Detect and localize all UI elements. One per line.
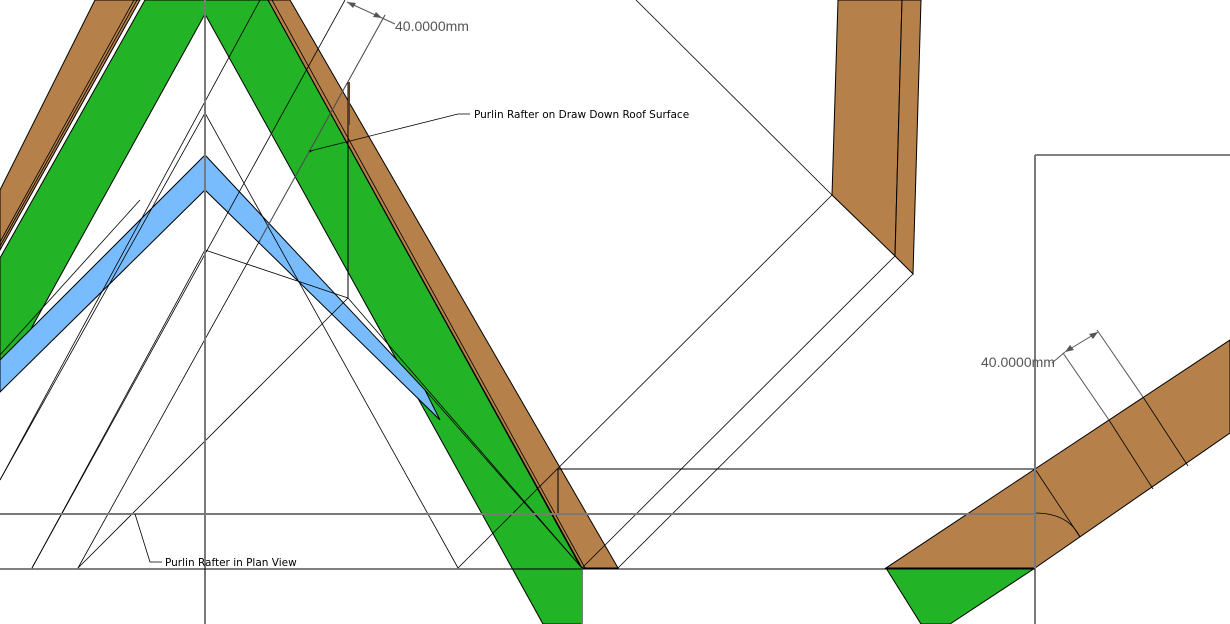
plan-rectangle bbox=[557, 468, 1035, 513]
right-rafter-green[interactable] bbox=[204, 0, 583, 624]
upright-post-wood[interactable] bbox=[831, 0, 922, 276]
dimension-right[interactable] bbox=[1051, 329, 1144, 421]
axis-lines bbox=[0, 0, 1036, 624]
construction-lines bbox=[0, 0, 914, 569]
dimension-top-label: 40.0000mm bbox=[395, 18, 469, 34]
purlin-wood-right[interactable] bbox=[884, 339, 1230, 569]
leader-plan-view bbox=[134, 513, 162, 563]
label-roof-surface: Purlin Rafter on Draw Down Roof Surface bbox=[474, 109, 689, 121]
dimension-right-label: 40.0000mm bbox=[981, 354, 1055, 370]
purlin-green-right[interactable] bbox=[885, 567, 1037, 624]
dimension-top[interactable] bbox=[259, 1, 396, 241]
left-rafter-wood[interactable] bbox=[0, 0, 141, 252]
label-plan-view: Purlin Rafter in Plan View bbox=[165, 557, 297, 569]
